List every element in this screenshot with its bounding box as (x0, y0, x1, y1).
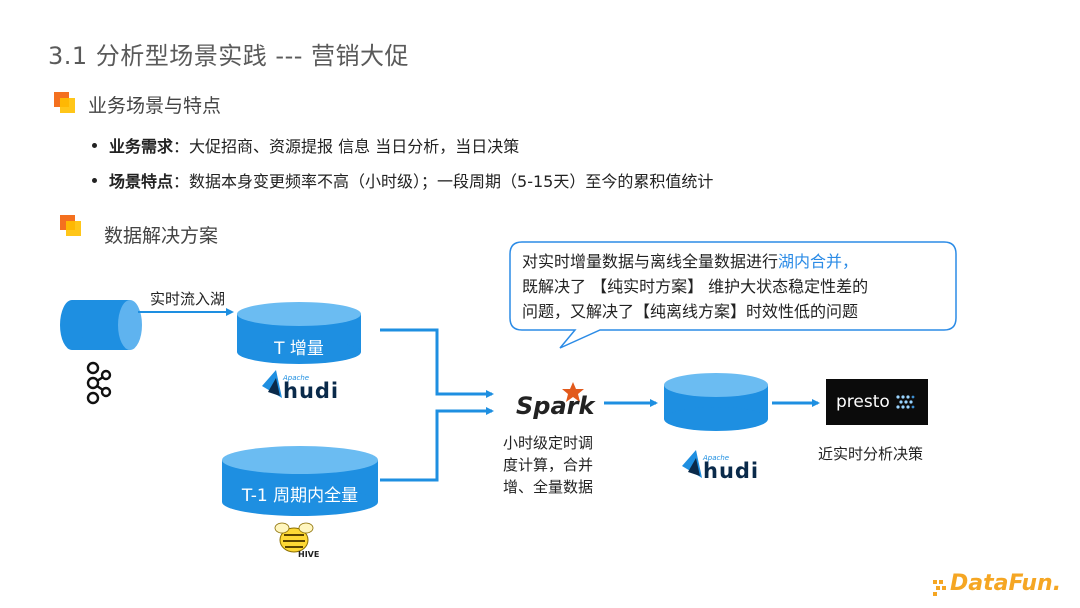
callout-line1: 对实时增量数据与离线全量数据进行 (522, 252, 779, 271)
hudi-logo-mark (682, 450, 702, 478)
presto-dots-icon (896, 395, 915, 409)
bullet-text: ：大促招商、资源提报 信息 当日分析，当日决策 (173, 137, 520, 156)
section-heading-solution: 数据解决方案 (104, 225, 219, 247)
presto-desc: 近实时分析决策 (818, 445, 924, 463)
incr-cylinder (237, 302, 361, 364)
section-bullet-icon (54, 92, 76, 114)
hudi-apache-text: Apache (703, 454, 730, 462)
hive-logo-text: HIVE (298, 550, 320, 559)
arrow-full-to-spark (380, 407, 494, 482)
spark-star-icon (562, 382, 584, 402)
callout-line2: 既解决了 【纯实时方案】 维护大状态稳定性差的 (522, 277, 869, 296)
bullet-text: ：数据本身变更频率不高（小时级）；一段周期（5-15天）至今的累积值统计 (173, 172, 714, 191)
hudi-logo-mark (262, 370, 282, 398)
bullet-dot (92, 178, 97, 183)
presto-logo-text: presto (836, 392, 890, 412)
hive-bee-icon (274, 522, 314, 553)
section-bullet-icon (60, 215, 82, 237)
stream-label: 实时流入湖 (150, 290, 226, 308)
incr-label: T 增量 (274, 339, 324, 359)
bullet-key: 业务需求 (109, 137, 174, 156)
callout-text: 对实时增量数据与离线全量数据进行湖内合并， 既解决了 【纯实时方案】 维护大状态… (522, 249, 868, 324)
hudi-logo-text: hudi (283, 379, 340, 403)
spark-desc-line: 增、全量数据 (503, 478, 594, 496)
hudi-apache-text: Apache (283, 374, 310, 382)
datafun-logo-icon (933, 580, 946, 596)
spark-desc-line: 小时级定时调 (503, 434, 594, 452)
stream-cylinder-icon (60, 300, 142, 350)
bullet-key: 场景特点 (109, 172, 174, 191)
output-cylinder (664, 373, 768, 431)
callout-bubble (509, 241, 957, 349)
bullet-requirement: 业务需求：大促招商、资源提报 信息 当日分析，当日决策 (92, 133, 519, 157)
page-title: 3.1 分析型场景实践 --- 营销大促 (48, 42, 410, 70)
full-cylinder (222, 446, 378, 516)
full-label: T-1 周期内全量 (241, 486, 359, 506)
hudi-logo-text: hudi (703, 459, 760, 483)
spark-logo-text: Spark (516, 392, 595, 420)
arrow-incr-to-spark (380, 328, 494, 398)
spark-desc: 小时级定时调 度计算，合并 增、全量数据 (503, 432, 593, 498)
callout-highlight: 湖内合并， (778, 252, 859, 271)
kafka-icon (86, 361, 112, 405)
datafun-brand: DataFun. (950, 571, 1062, 596)
bullet-characteristics: 场景特点：数据本身变更频率不高（小时级）；一段周期（5-15天）至今的累积值统计 (92, 168, 713, 192)
bullet-dot (92, 143, 97, 148)
spark-desc-line: 度计算，合并 (503, 456, 594, 474)
section-heading-business: 业务场景与特点 (88, 95, 222, 117)
callout-line3: 问题，又解决了【纯离线方案】时效性低的问题 (522, 302, 859, 321)
